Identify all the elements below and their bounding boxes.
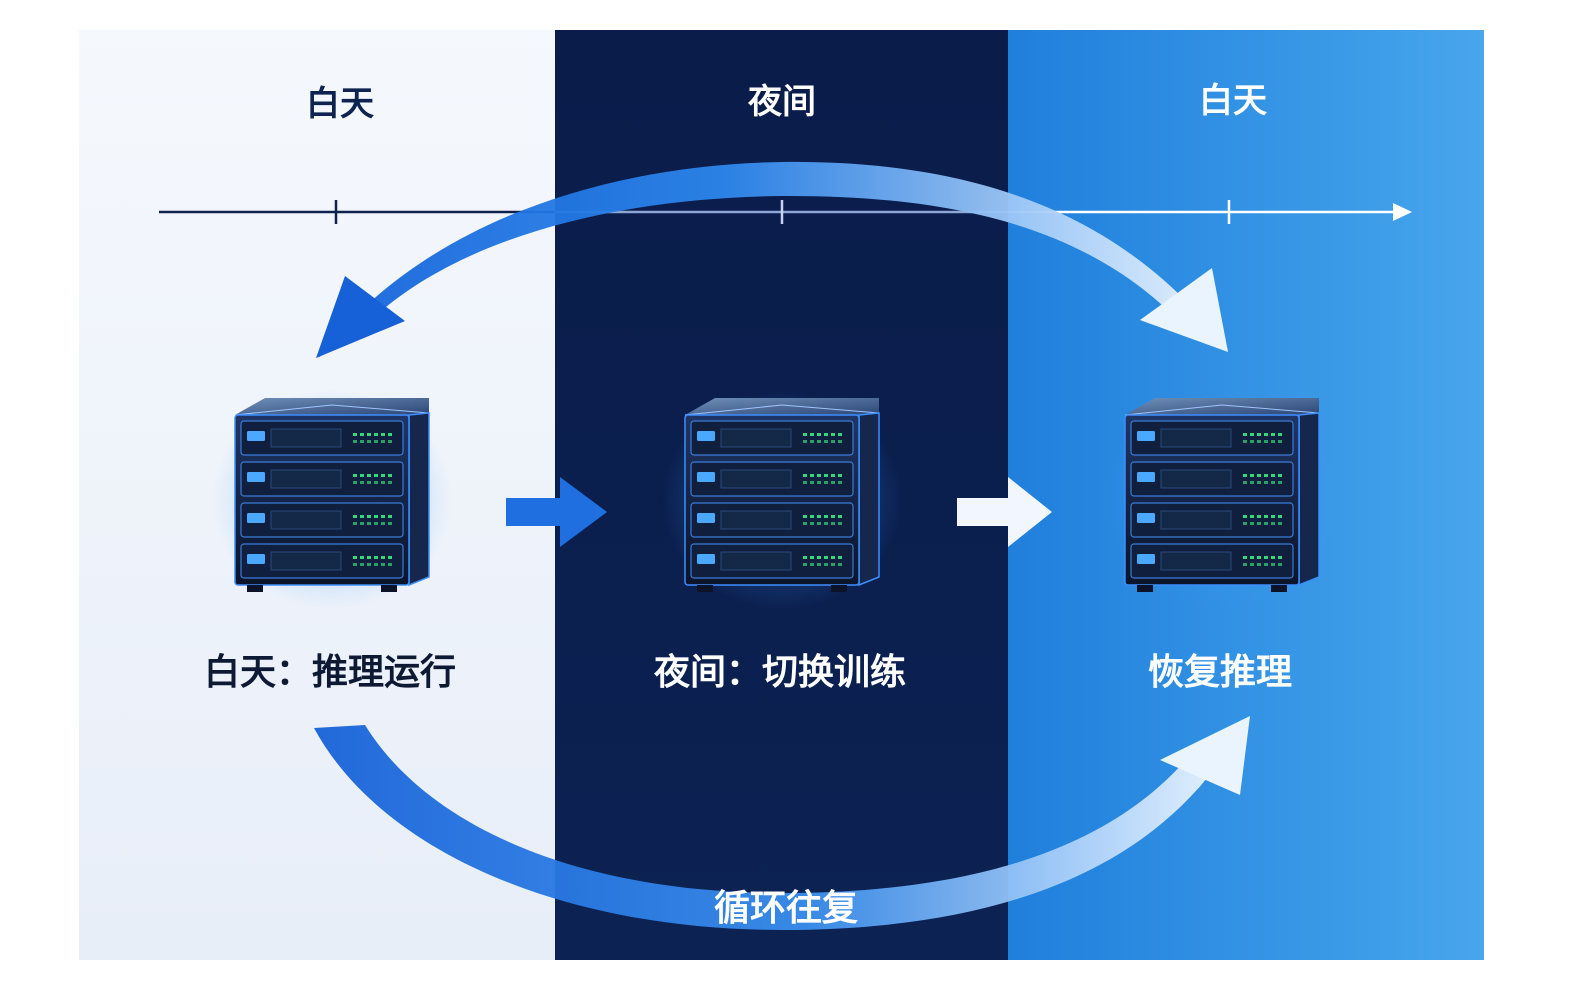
timeline-arrow-icon (1393, 203, 1412, 221)
timeline (159, 200, 1412, 224)
arrowhead-right-icon (1140, 268, 1228, 352)
column-header-night: 夜间 (747, 82, 816, 122)
top-cycle-arrow (316, 161, 1228, 358)
caption-resume-inference: 恢复推理 (1148, 652, 1292, 693)
bottom-cycle-arrow (314, 716, 1250, 930)
transition-arrow-day-to-night (506, 477, 607, 547)
caption-day-inference: 白天：推理运行 (204, 652, 456, 693)
arrowhead-left-icon (316, 276, 405, 358)
caption-night-training: 夜间：切换训练 (653, 652, 906, 693)
server-icon (1102, 390, 1342, 610)
column-header-day-right: 白天 (1199, 81, 1267, 121)
server-icon (212, 390, 452, 610)
cycle-label: 循环往复 (714, 888, 858, 929)
server-icon (662, 390, 902, 610)
servers (212, 390, 1342, 610)
transition-arrow-night-to-day (957, 477, 1052, 547)
arrow-right-icon (506, 477, 607, 547)
arrowhead-bottom-right-icon (1160, 716, 1250, 795)
column-header-day: 白天 (306, 84, 374, 124)
arrow-right-icon (957, 477, 1052, 547)
